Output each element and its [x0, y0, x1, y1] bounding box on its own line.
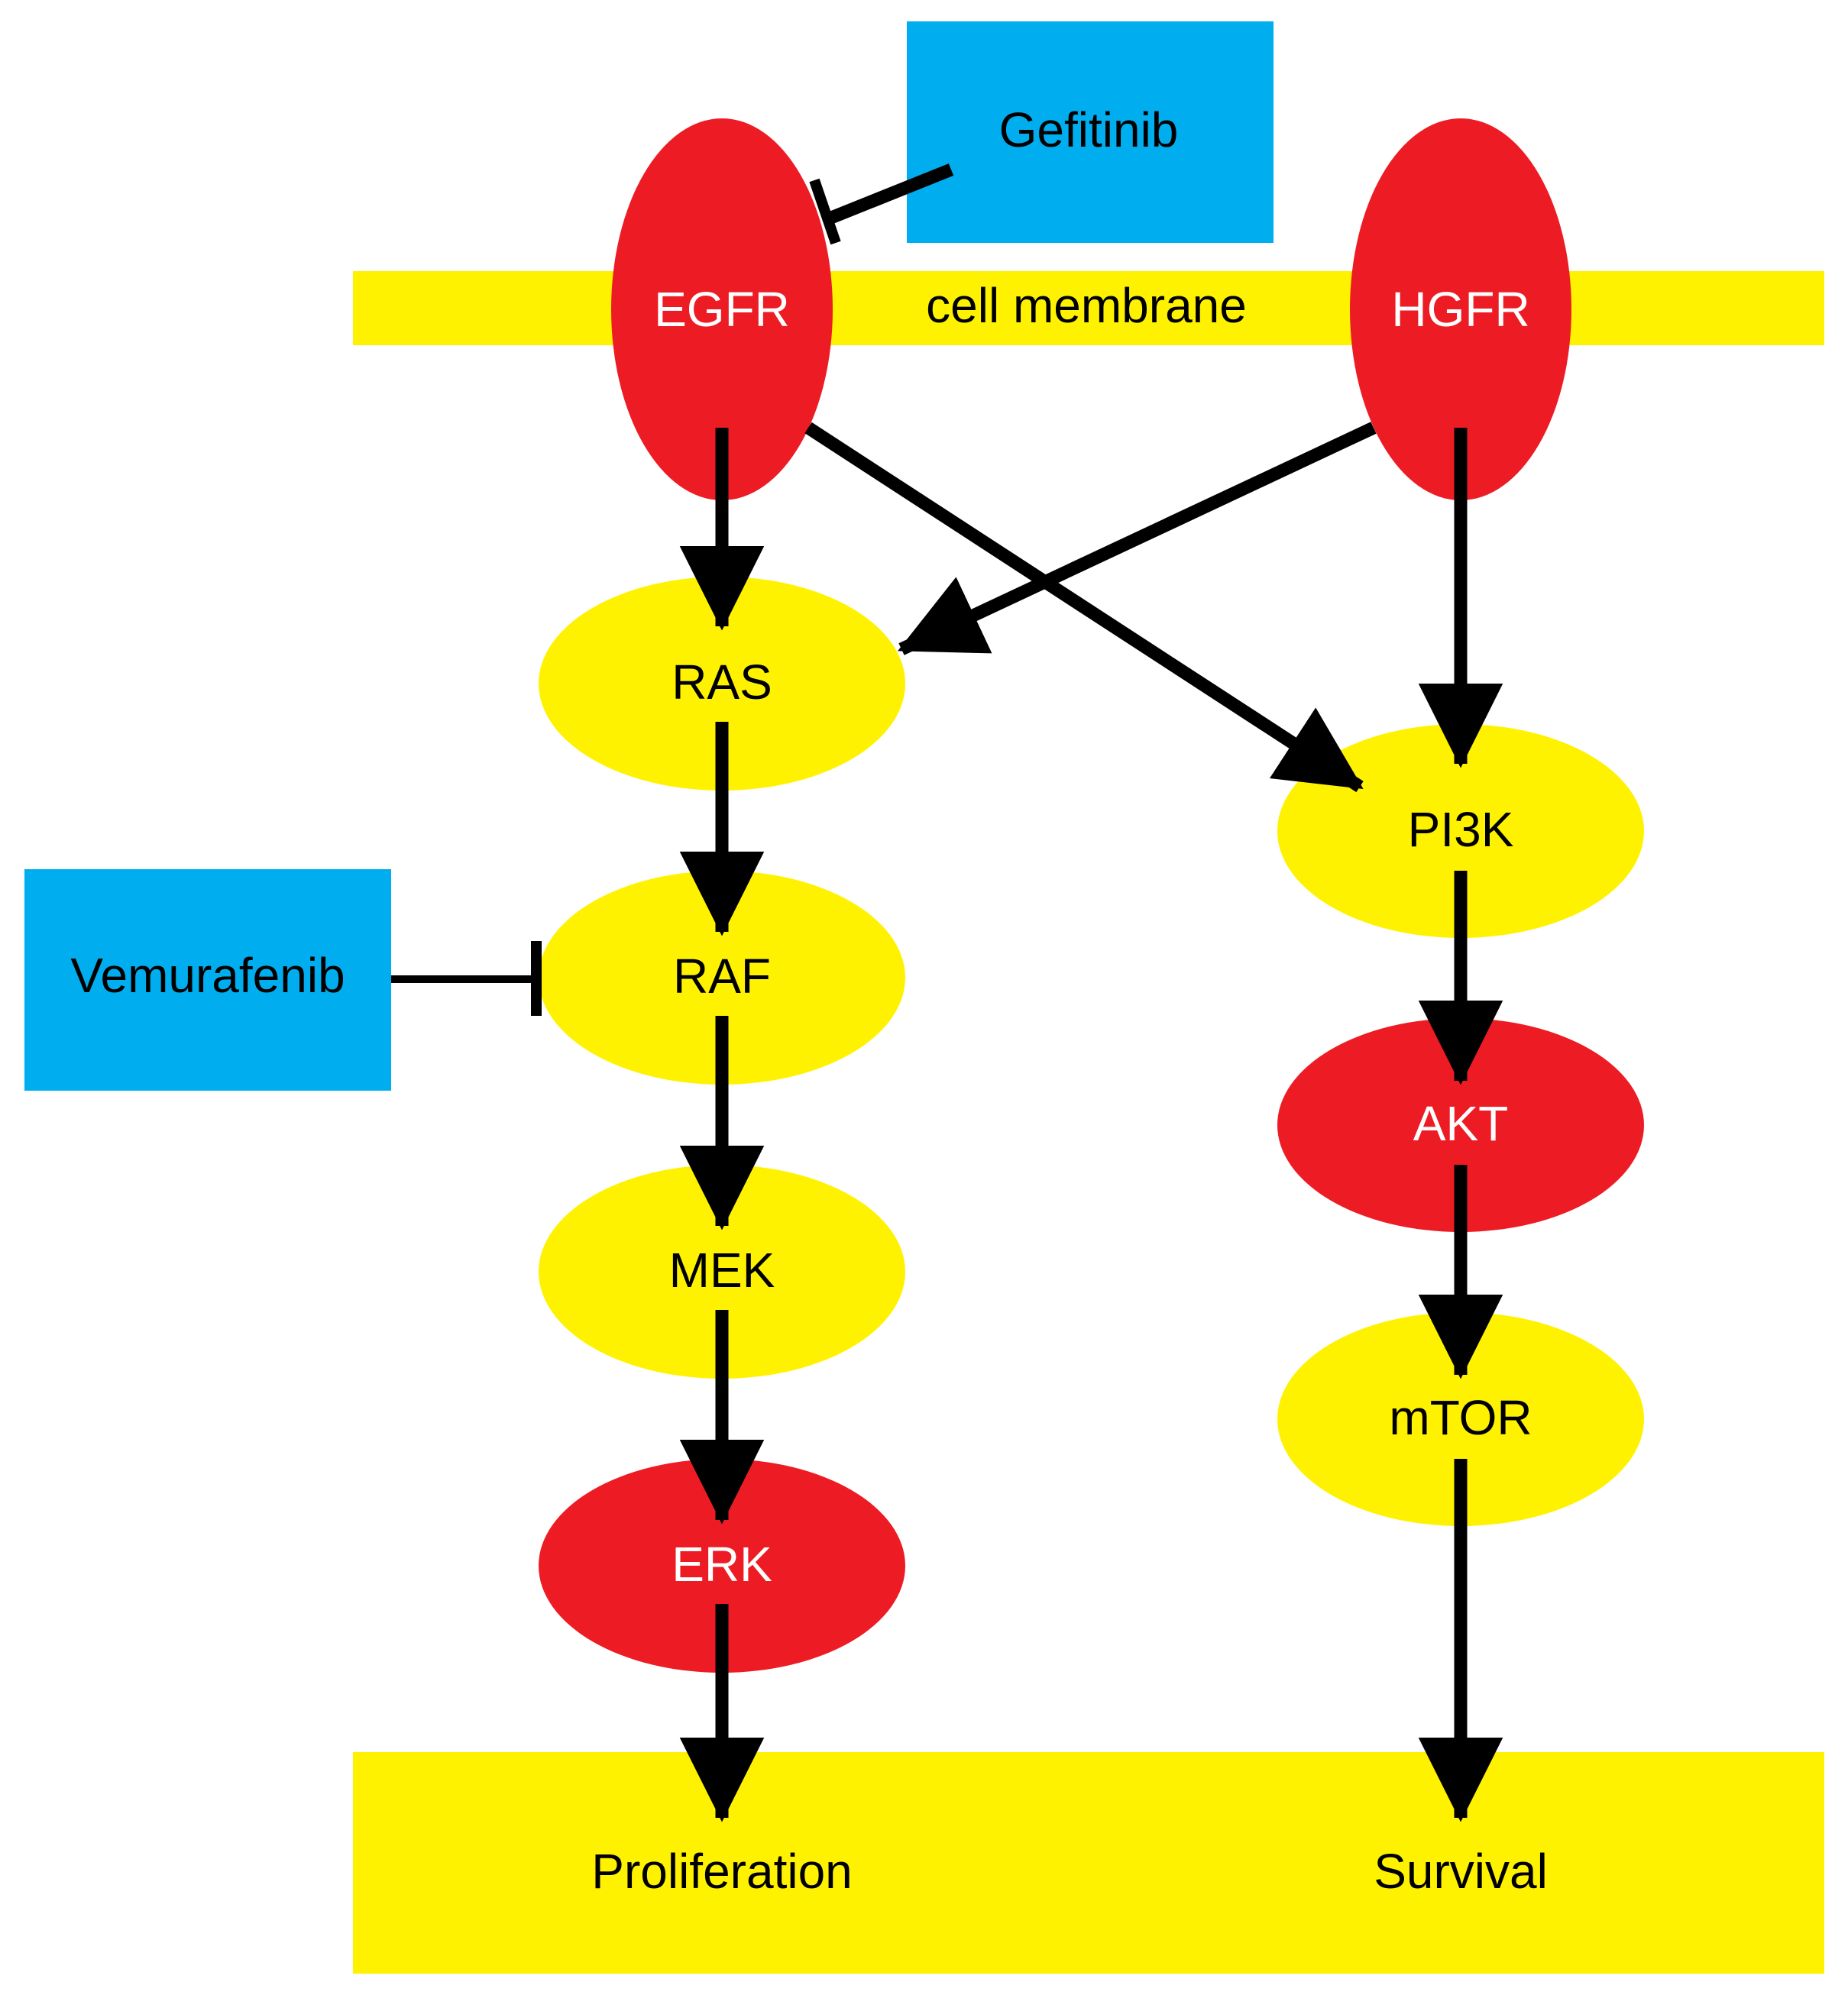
mtor-label: mTOR: [1389, 1390, 1532, 1445]
akt-label: AKT: [1413, 1096, 1508, 1151]
akt-node: [1277, 1018, 1644, 1232]
pi3k-label: PI3K: [1408, 802, 1514, 857]
erk-label: ERK: [672, 1537, 772, 1592]
hgfr-label: HGFR: [1391, 282, 1529, 337]
cell-membrane-band: [353, 271, 1824, 345]
erk-node: [539, 1459, 905, 1673]
raf-label: RAF: [673, 949, 771, 1004]
arrow-hgfr-to-ras: [897, 422, 1377, 655]
vemurafenib-label: Vemurafenib: [70, 948, 345, 1003]
inhibit-gefitinib-shaft: [828, 163, 954, 224]
arrow-egfr-to-pi3k: [804, 422, 1364, 793]
vemurafenib-box: [24, 869, 391, 1091]
cell-membrane-label: cell membrane: [926, 278, 1247, 333]
survival-label: Survival: [1374, 1844, 1548, 1899]
mtor-node: [1277, 1312, 1644, 1526]
activation-arrows: [679, 422, 1503, 1822]
mek-label: MEK: [669, 1243, 775, 1298]
gefitinib-label: Gefitinib: [999, 102, 1179, 157]
hgfr-node: [1350, 118, 1571, 500]
ras-label: RAS: [672, 655, 772, 710]
gefitinib-box: [907, 21, 1274, 243]
mek-node: [539, 1165, 905, 1379]
proliferation-label: Proliferation: [591, 1844, 853, 1899]
inhibit-gefitinib-bar: [809, 178, 841, 245]
outcome-band: [353, 1752, 1824, 1974]
inhibition-lines: [391, 163, 954, 1016]
ras-node: [539, 577, 905, 791]
raf-node: [539, 871, 905, 1085]
egfr-node: [611, 118, 833, 500]
pi3k-node: [1277, 724, 1644, 938]
egfr-label: EGFR: [654, 282, 790, 337]
